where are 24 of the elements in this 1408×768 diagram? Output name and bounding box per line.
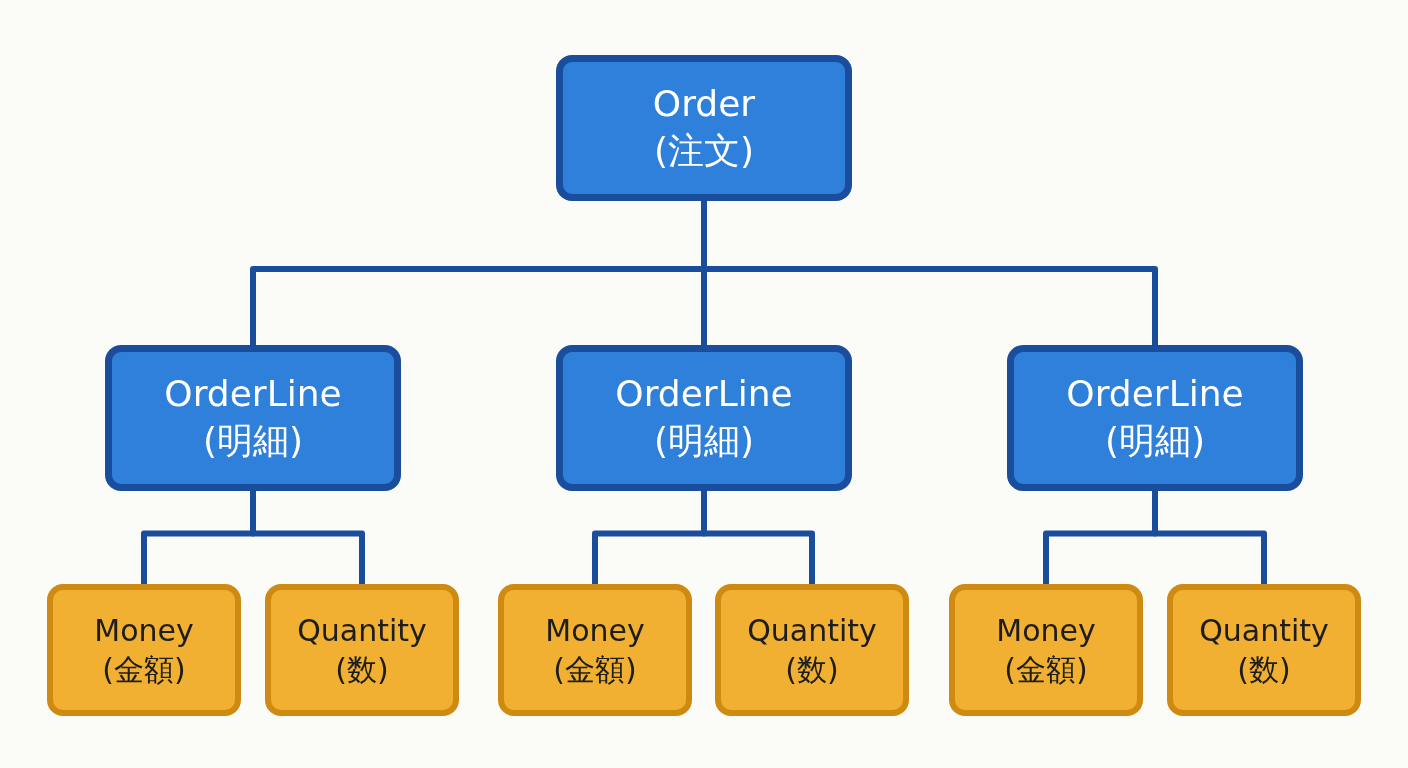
value-object-box: [265, 584, 459, 716]
connector-line: [701, 491, 815, 584]
connector-line: [250, 491, 365, 584]
value-object-box: [715, 584, 909, 716]
entity-box: [105, 345, 401, 491]
root-entity-box: [556, 55, 852, 201]
connector-line: [1152, 491, 1267, 584]
node-label: Money (金額): [996, 612, 1096, 689]
value-object-box: [1167, 584, 1361, 716]
node-label: Money (金額): [545, 612, 645, 689]
value-object-box: [949, 584, 1143, 716]
node-label: OrderLine (明細): [164, 372, 342, 463]
node-label: OrderLine (明細): [615, 372, 793, 463]
entity-box: [1007, 345, 1303, 491]
entity-box: [556, 345, 852, 491]
node-label: Quantity (数): [747, 612, 877, 689]
node-label: OrderLine (明細): [1066, 372, 1244, 463]
value-object-box: [47, 584, 241, 716]
value-object-box: [498, 584, 692, 716]
node-label: Money (金額): [94, 612, 194, 689]
node-label: Quantity (数): [1199, 612, 1329, 689]
connector-line: [701, 201, 1158, 345]
node-label: Quantity (数): [297, 612, 427, 689]
node-label: Order (注文): [652, 82, 756, 173]
